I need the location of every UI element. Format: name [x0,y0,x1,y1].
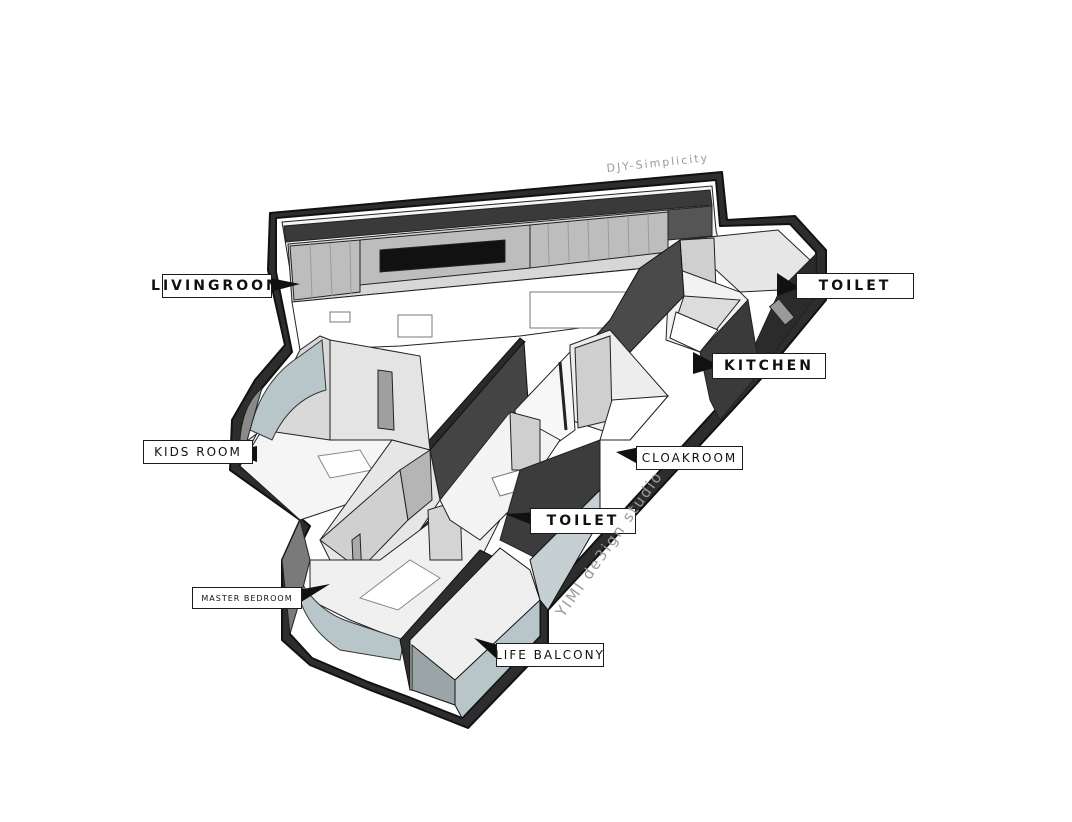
label-livingroom: LIVINGROOM [151,274,280,298]
kitchen-room [665,269,761,421]
label-master-bedroom: MASTER BEDROOM [192,587,302,609]
label-cloakroom: CLOAKROOM [636,446,743,470]
tv-screen [379,239,506,273]
label-life-balcony: LIFE BALCONY [495,643,604,667]
livingroom-area [281,185,721,351]
label-toilet-mid: TOILET [530,508,636,534]
toilet-mid-room [439,411,601,561]
label-kitchen: KITCHEN [712,353,826,379]
label-toilet-top: TOILET [796,273,914,299]
label-kids-room: KIDS ROOM [143,440,253,464]
